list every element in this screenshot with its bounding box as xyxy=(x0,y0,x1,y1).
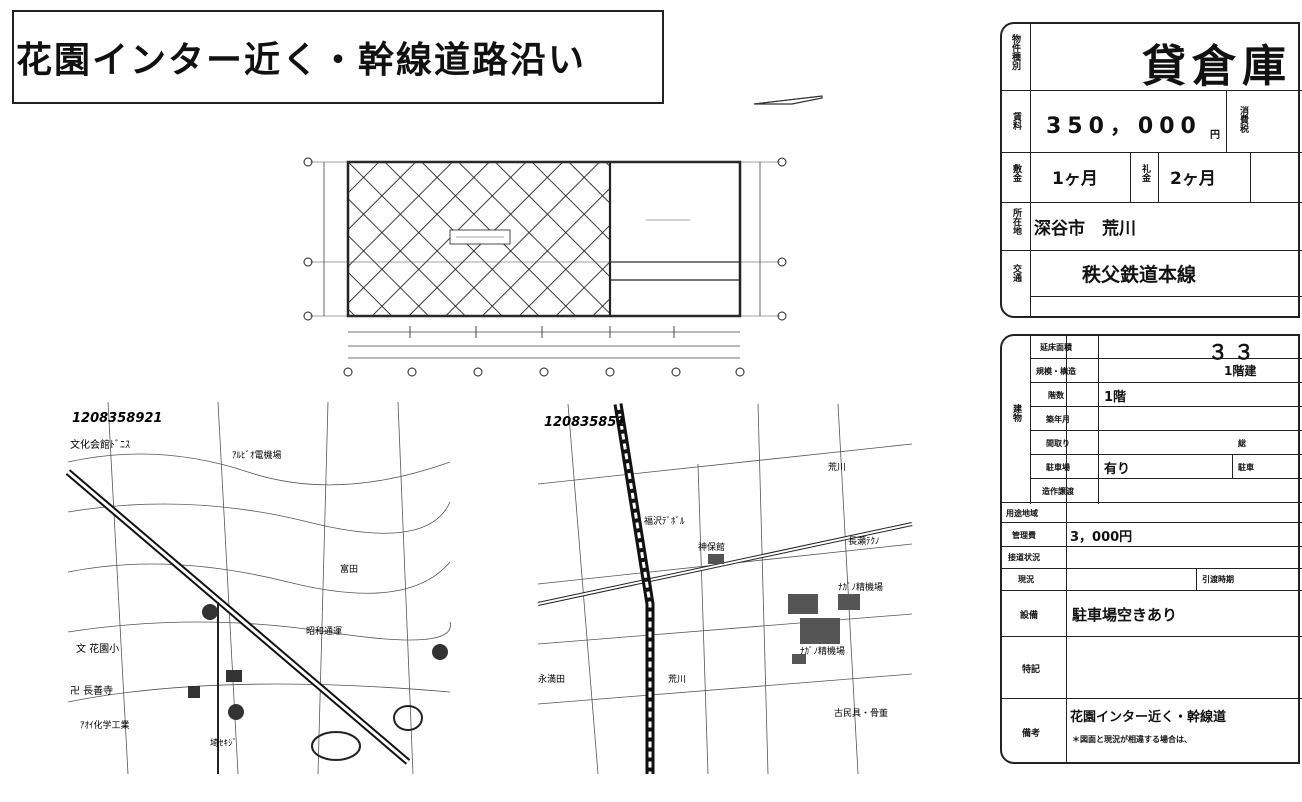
building-details: 建物 延床面積 ３３ 規模・構造 1階建 階数 1階 築年月 間取り 総 駐車場… xyxy=(1000,334,1302,764)
equipment-value: 駐車場空きあり xyxy=(1072,606,1178,624)
map1-label: 昭和通運 xyxy=(306,626,342,637)
map2-label: 長瀬ﾃｸﾉ xyxy=(848,535,880,547)
label-transport: 交通 xyxy=(1011,264,1021,282)
map2-label: 永満田 xyxy=(538,673,565,685)
floor-plan xyxy=(303,157,787,377)
north-arrow-icon xyxy=(753,95,823,105)
map1-label: ｱﾙﾋﾞｵ電機場 xyxy=(232,449,282,461)
label-structure: 規模・構造 xyxy=(1036,367,1076,376)
map2-label: ﾅｶﾞﾉ精機場 xyxy=(838,581,883,593)
label-remarks: 備考 xyxy=(1022,729,1041,739)
key-money-value: 2ヶ月 xyxy=(1170,169,1216,189)
parking-value: 有り xyxy=(1104,462,1131,477)
property-summary: 物件種別 貸倉庫 賃料 350，000 円 消費税 敷金 1ヶ月 礼金 2ヶ月 … xyxy=(1000,22,1302,318)
transport-value: 秩父鉄道本線 xyxy=(1082,264,1197,286)
label-parking2: 駐車 xyxy=(1238,463,1254,472)
label-road: 接道状況 xyxy=(1008,553,1040,562)
map2-label: 荒川 xyxy=(668,674,686,685)
map2-label: 福沢ﾃﾞﾎﾞﾙ xyxy=(644,515,685,527)
label-parking: 駐車場 xyxy=(1046,463,1070,472)
map2-label: ﾅｶﾞﾉ精機場 xyxy=(800,645,845,657)
label-floor-area: 延床面積 xyxy=(1040,343,1072,352)
deposit-value: 1ヶ月 xyxy=(1052,169,1098,189)
map2-code: 120835851 xyxy=(544,415,625,430)
map1-label: 文 花園小 xyxy=(76,642,119,655)
location-map-2: 120835851 荒川 福沢ﾃﾞﾎﾞﾙ 神保館 ﾅｶﾞﾉ精機場 荒川 ﾅｶﾞﾉ… xyxy=(537,403,913,775)
label-built: 築年月 xyxy=(1046,415,1070,424)
label-tax: 消費税 xyxy=(1238,106,1248,133)
headline: 花園インター近く・幹線道路沿い xyxy=(12,10,664,104)
label-notes: 特記 xyxy=(1022,665,1041,675)
label-location: 所在地 xyxy=(1011,208,1021,235)
label-rent: 賃料 xyxy=(1011,112,1021,130)
sheet-title: 貸倉庫 xyxy=(1142,41,1292,92)
label-zoning: 用途地域 xyxy=(1006,509,1038,518)
map1-label: 文化会館ﾄﾞﾆｽ xyxy=(70,438,130,451)
disclaimer: ＊図面と現況が相違する場合は、 xyxy=(1072,735,1192,744)
label-deposit: 敷金 xyxy=(1011,164,1021,182)
label-property-type: 物件種別 xyxy=(1010,34,1020,70)
map1-label: ｱｵｲ化学工業 xyxy=(80,719,130,731)
rent-value: 350，000 xyxy=(1046,114,1202,139)
floors-value: 1階 xyxy=(1104,390,1127,405)
map2-label: 神保館 xyxy=(698,541,725,553)
structure-value: 1階建 xyxy=(1224,364,1257,378)
label-layout: 間取り xyxy=(1046,439,1070,448)
map1-label: 富田 xyxy=(340,563,358,575)
label-building: 建物 xyxy=(1011,404,1021,422)
location-map-1: 1208358921 文化会館ﾄﾞﾆｽ ｱﾙﾋﾞｵ電機場 富田 昭和通運 文 花… xyxy=(65,401,451,775)
floor-area-value: ３３ xyxy=(1208,340,1260,364)
map1-label: 埼ｾｷｼﾞ xyxy=(210,737,237,749)
remarks-value: 花園インター近く・幹線道 xyxy=(1070,710,1227,725)
map1-code: 1208358921 xyxy=(72,411,162,426)
location-value: 深谷市 荒川 xyxy=(1034,219,1136,239)
label-total: 総 xyxy=(1238,439,1246,448)
map2-label: 古民具・骨董 xyxy=(834,707,888,719)
management-value: 3，000円 xyxy=(1070,530,1133,545)
label-handover: 引渡時期 xyxy=(1202,575,1234,584)
map1-label: 卍 長善寺 xyxy=(70,684,113,697)
rent-unit: 円 xyxy=(1210,130,1220,141)
map2-label: 荒川 xyxy=(828,462,846,473)
label-management: 管理費 xyxy=(1012,531,1036,540)
label-current: 現況 xyxy=(1018,575,1034,584)
label-key-money: 礼金 xyxy=(1140,164,1150,182)
label-extra: 造作譲渡 xyxy=(1042,487,1074,496)
label-equipment: 設備 xyxy=(1020,611,1039,621)
label-floors: 階数 xyxy=(1048,391,1064,400)
